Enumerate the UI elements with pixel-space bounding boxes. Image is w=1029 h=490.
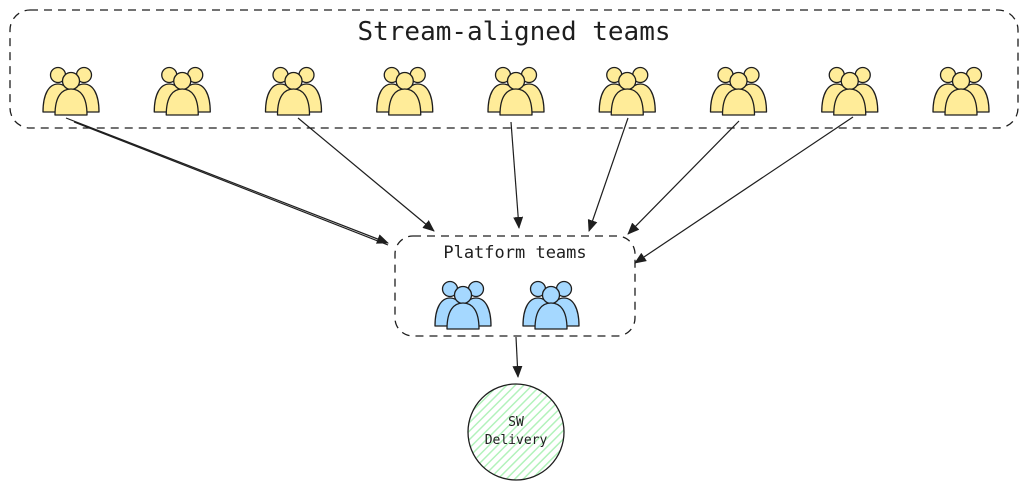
arrow-stream-5-to-platform: [510, 121, 524, 229]
team-icon-stream-9: [932, 66, 990, 116]
sw-delivery-label-line1: SW: [508, 415, 524, 430]
team-icon-stream-2: [153, 66, 211, 116]
team-icon-stream-6: [598, 66, 656, 116]
arrow-stream-3-to-platform: [297, 117, 435, 232]
team-icon-stream-3: [264, 66, 323, 116]
arrow-stream-6-to-platform: [587, 117, 629, 232]
team-icon-platform-2: [522, 280, 580, 330]
arrow-platform-to-delivery: [512, 336, 523, 378]
arrow-stream-1b-to-platform: [73, 121, 389, 246]
stream-team-icons: [42, 66, 990, 116]
platform-group-border: [394, 235, 636, 337]
team-icon-stream-5: [487, 66, 545, 116]
team-icon-stream-1: [42, 66, 100, 116]
sw-delivery-node: SW Delivery: [467, 383, 565, 481]
stream-aligned-group-label: Stream-aligned teams: [357, 17, 670, 47]
stream-to-platform-arrows: [65, 116, 854, 264]
team-icon-stream-7: [709, 66, 768, 116]
arrow-stream-1-to-platform: [65, 117, 389, 244]
platform-group-label: Platform teams: [443, 243, 586, 263]
platform-group: Platform teams: [394, 235, 636, 337]
team-icon-platform-1: [434, 280, 492, 330]
stream-aligned-group: Stream-aligned teams: [9, 9, 1019, 129]
arrow-stream-7-to-platform: [627, 120, 740, 235]
sw-delivery-label-line2: Delivery: [485, 433, 548, 448]
team-icon-stream-4: [376, 66, 434, 116]
team-icon-stream-8: [821, 66, 879, 116]
platform-team-icons: [434, 280, 580, 330]
stream-aligned-group-border: [9, 9, 1019, 129]
arrow-stream-8-to-platform: [634, 116, 854, 264]
sw-delivery-circle: [467, 383, 565, 481]
